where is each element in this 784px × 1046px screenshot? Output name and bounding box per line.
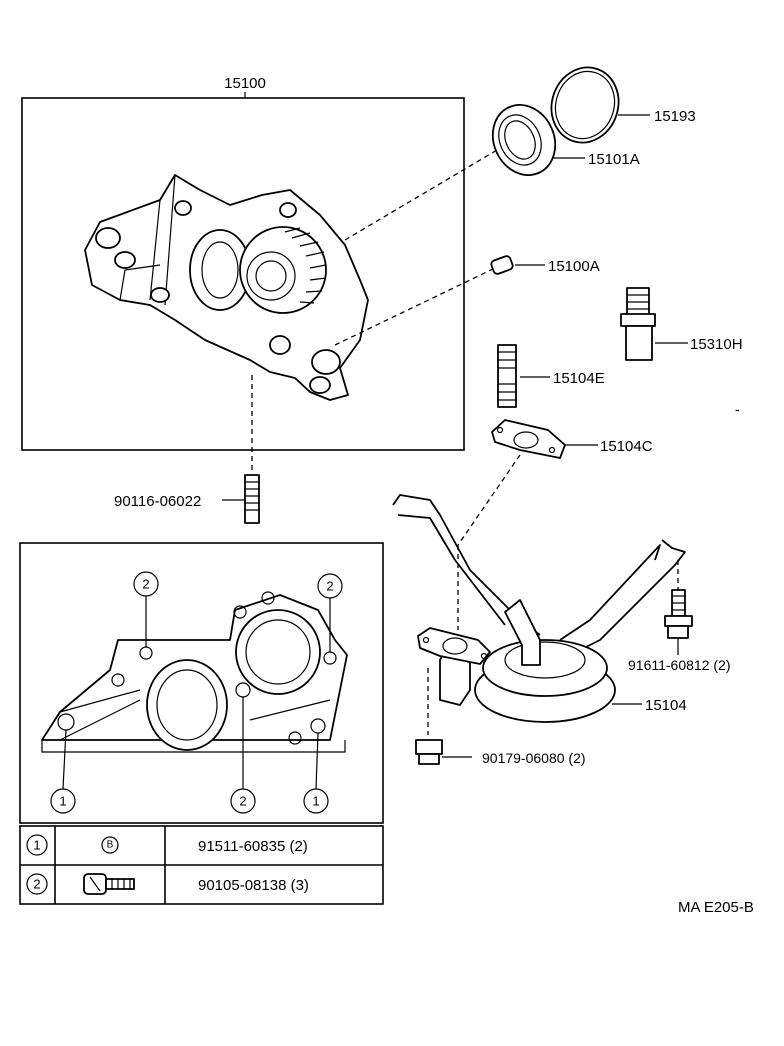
label-15104E: 15104E [553,370,605,387]
oil-strainer-15104: 15104 [392,494,687,723]
label-15101A: 15101A [588,151,640,168]
callout-1-right: 1 [303,732,329,814]
callout-2-bottom: 2 [230,697,256,814]
legend-table: 1 B 91511-60835 (2) 2 90105-08138 (3) [19,825,384,905]
svg-text:1: 1 [33,838,40,853]
label-90179: 90179-06080 (2) [482,750,586,766]
svg-text:1: 1 [59,794,66,809]
stud-90116: 90116-06022 [114,474,260,524]
label-15104C: 15104C [600,438,653,455]
legend-row-2: 2 90105-08138 (3) [26,873,309,895]
oil-pump-assembly-box: 15100 [21,75,465,451]
callout-2-right: 2 [317,573,343,652]
label-15310H: 15310H [690,336,743,353]
callout-1-left: 1 [50,729,76,814]
label-91611: 91611-60812 (2) [628,657,730,673]
stud-15104E: 15104E [497,344,605,408]
svg-text:2: 2 [142,577,149,592]
bolt-icon [83,873,135,895]
legend-part-2: 90105-08138 (3) [198,877,309,894]
pin-15100A: 15100A [490,255,600,275]
label-15104: 15104 [645,697,687,714]
plug-15310H: 15310H [620,287,743,361]
assembly-label: 15100 [224,75,266,92]
svg-text:B: B [107,840,114,851]
legend-part-1: 91511-60835 (2) [198,838,308,855]
label-90116: 90116-06022 [114,493,201,510]
tick-mark: - [735,401,740,417]
label-15193: 15193 [654,108,696,125]
oil-seal-15101A: 15101A [491,104,640,176]
o-ring-15193: 15193 [550,66,696,144]
svg-text:1: 1 [312,794,319,809]
callout-2-left: 2 [133,571,159,647]
detail-box [19,542,384,824]
svg-text:2: 2 [33,877,40,892]
figure-code: MA E205-B [678,899,754,916]
legend-row-1: 1 B 91511-60835 (2) [26,834,308,856]
nut-90179: 90179-06080 (2) [415,739,586,766]
oil-pump-body-drawing [84,174,369,401]
label-15100A: 15100A [548,258,600,275]
svg-text:2: 2 [239,794,246,809]
pump-gear [239,226,327,314]
flange-bolt-icon: B [101,836,119,854]
svg-text:2: 2 [326,579,333,594]
gasket-15104C: 15104C [491,419,653,459]
bolt-91611: 91611-60812 (2) [628,589,730,673]
